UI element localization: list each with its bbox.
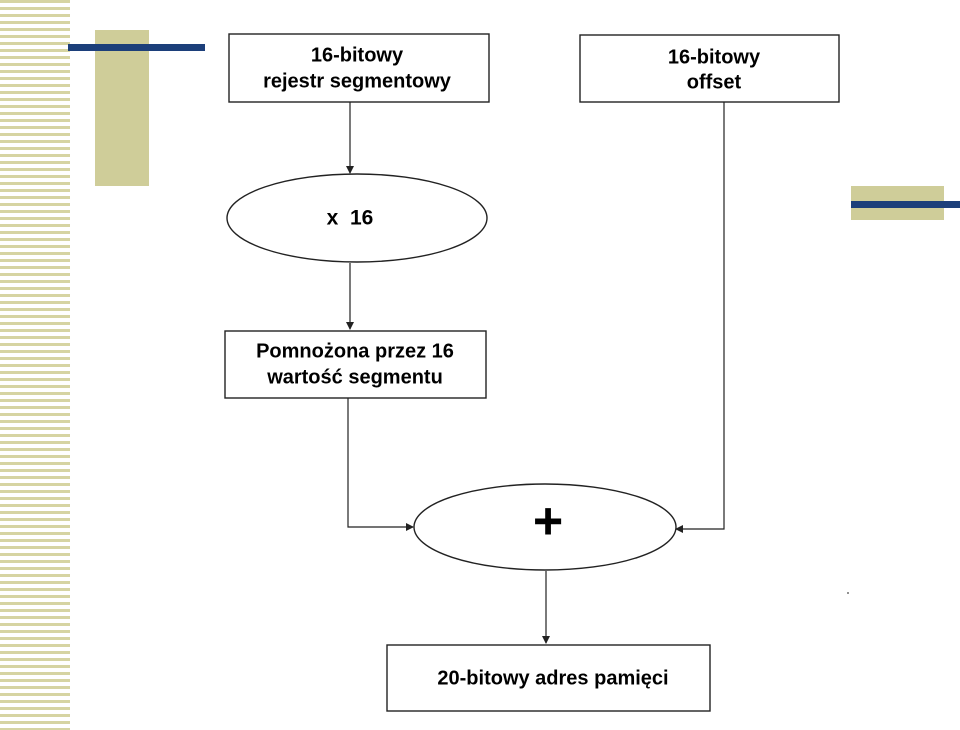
offset-line2: offset — [687, 71, 742, 93]
node-segment-register: 16-bitowy rejestr segmentowy — [228, 33, 490, 103]
decorative-khaki-block-left — [95, 30, 149, 186]
segment-register-line1: 16-bitowy — [311, 44, 404, 66]
stray-dot — [847, 592, 849, 594]
decorative-stripe-band — [0, 0, 70, 730]
multiplied-segment-line1: Pomnożona przez 16 — [256, 340, 454, 362]
multiply-label: x 16 — [327, 207, 374, 230]
node-physical-address: 20-bitowy adres pamięci — [386, 644, 711, 712]
decorative-navy-bar-left — [68, 44, 205, 51]
offset-line1: 16-bitowy — [668, 46, 761, 68]
node-offset: 16-bitowy offset — [579, 34, 840, 103]
decorative-navy-bar-right — [851, 201, 960, 208]
plus-icon: + — [533, 493, 563, 551]
physical-address-label: 20-bitowy adres pamięci — [437, 667, 668, 689]
edge-offset-to-adder — [675, 102, 725, 533]
node-multiplied-segment: Pomnożona przez 16 wartość segmentu — [224, 330, 487, 399]
node-adder: + — [413, 483, 677, 571]
node-multiply: x 16 — [226, 173, 488, 263]
multiplied-segment-line2: wartość segmentu — [266, 366, 443, 388]
edge-multiplied-segment-to-adder — [347, 398, 414, 531]
segment-register-line2: rejestr segmentowy — [263, 70, 452, 92]
